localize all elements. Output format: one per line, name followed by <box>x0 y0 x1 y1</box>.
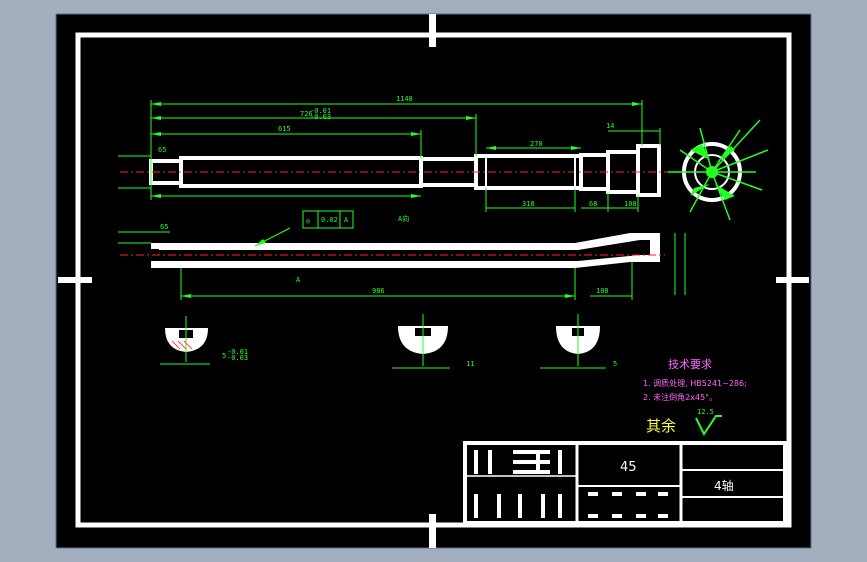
dimensions-section <box>118 227 686 300</box>
dimension-arrows <box>151 102 642 198</box>
cross-section-c <box>540 314 606 369</box>
section-mark-a: A <box>296 276 301 284</box>
roughness-value: 12.5 <box>697 408 714 416</box>
center-mark-top <box>429 14 436 47</box>
shaft-section-view <box>120 233 665 268</box>
title-material: 45 <box>620 460 637 475</box>
dim-615: 615 <box>278 125 291 133</box>
center-mark-left <box>58 277 92 283</box>
roughness-label: 其余 <box>646 417 676 435</box>
dim-318: 318 <box>522 200 535 208</box>
view-mark: A向 <box>398 214 409 223</box>
center-mark-bottom <box>429 514 436 548</box>
tolerance-value: 0.02 <box>321 216 338 224</box>
section-b-width: 11 <box>466 360 474 368</box>
dim-tol-a: -0.01 <box>310 107 331 115</box>
tech-req-line2: 2. 未注倒角2x45°。 <box>643 392 717 402</box>
roughness-symbol: 12.5 <box>695 408 722 436</box>
title-part-name: 4轴 <box>714 478 734 493</box>
cross-section-a <box>160 316 210 365</box>
tolerance-datum: A <box>344 216 349 224</box>
tolerance-symbol: ◎ <box>306 217 311 225</box>
center-mark-right <box>776 277 809 283</box>
dim-108b: 108 <box>596 287 609 295</box>
section-a-tol-a: -0.01 <box>227 348 248 356</box>
title-block: 45 4轴 <box>463 441 787 525</box>
drawing-paper <box>55 13 812 549</box>
dim-986: 986 <box>372 287 385 295</box>
shaft-end-view <box>668 119 769 221</box>
dim-108: 108 <box>624 200 637 208</box>
dim-bore-left: 65 <box>160 223 168 231</box>
dim-270: 270 <box>530 140 543 148</box>
dim-overall-length: 1148 <box>396 95 413 103</box>
cross-section-b <box>392 314 450 369</box>
dim-left-offset: 65 <box>158 146 166 154</box>
tech-req-heading: 技术要求 <box>668 358 712 371</box>
geometric-tolerance-frame: ◎ 0.02 A <box>302 210 354 229</box>
dim-14: 14 <box>606 122 614 130</box>
dim-tol-b: -0.03 <box>310 113 331 121</box>
dim-68: 68 <box>589 200 597 208</box>
tech-req-line1: 1. 调质处理, HB5241~286; <box>643 378 747 388</box>
section-a-dim: 5 <box>222 352 226 360</box>
dim-726: 726 <box>300 110 313 118</box>
dimensions-main <box>118 100 661 212</box>
shaft-main-view <box>120 144 670 197</box>
section-c-width: 5 <box>613 360 617 368</box>
section-a-tol-b: -0.03 <box>227 354 248 362</box>
